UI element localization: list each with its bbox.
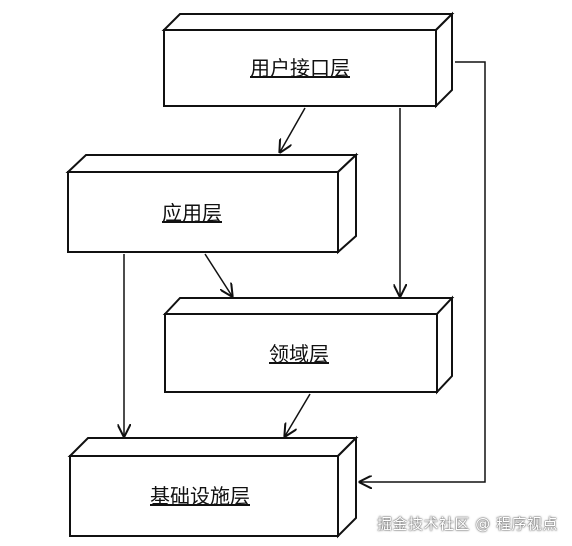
layer-label-domain: 领域层 bbox=[269, 342, 329, 366]
arrow-ui-to-infrastructure bbox=[360, 61, 486, 482]
box-top-face bbox=[65, 154, 359, 173]
box-front-face bbox=[69, 455, 339, 537]
box-user-interface-layer: 用户接口层 bbox=[161, 11, 455, 109]
watermark: 掘金技术社区 @ 程序视点 bbox=[376, 515, 558, 533]
box-front-face bbox=[163, 29, 437, 107]
box-side-face bbox=[337, 435, 357, 539]
layer-label-application: 应用层 bbox=[162, 201, 222, 225]
arrow-ui-to-application bbox=[280, 107, 306, 152]
box-top-face bbox=[162, 297, 455, 315]
box-side-face bbox=[436, 295, 453, 395]
box-side-face bbox=[435, 11, 453, 109]
box-front-face bbox=[164, 313, 438, 393]
box-domain-layer: 领域层 bbox=[162, 295, 455, 395]
box-side-face bbox=[337, 152, 357, 255]
layer-label-infrastructure: 基础设施层 bbox=[150, 484, 250, 508]
box-top-face bbox=[161, 13, 455, 31]
box-application-layer: 应用层 bbox=[65, 152, 359, 255]
layer-label-user-interface: 用户接口层 bbox=[250, 56, 350, 80]
box-infrastructure-layer: 基础设施层 bbox=[67, 435, 359, 539]
arrow-domain-to-infrastructure bbox=[285, 393, 311, 436]
box-front-face bbox=[67, 171, 339, 253]
box-top-face bbox=[67, 437, 359, 457]
arrow-application-to-domain bbox=[204, 253, 232, 296]
